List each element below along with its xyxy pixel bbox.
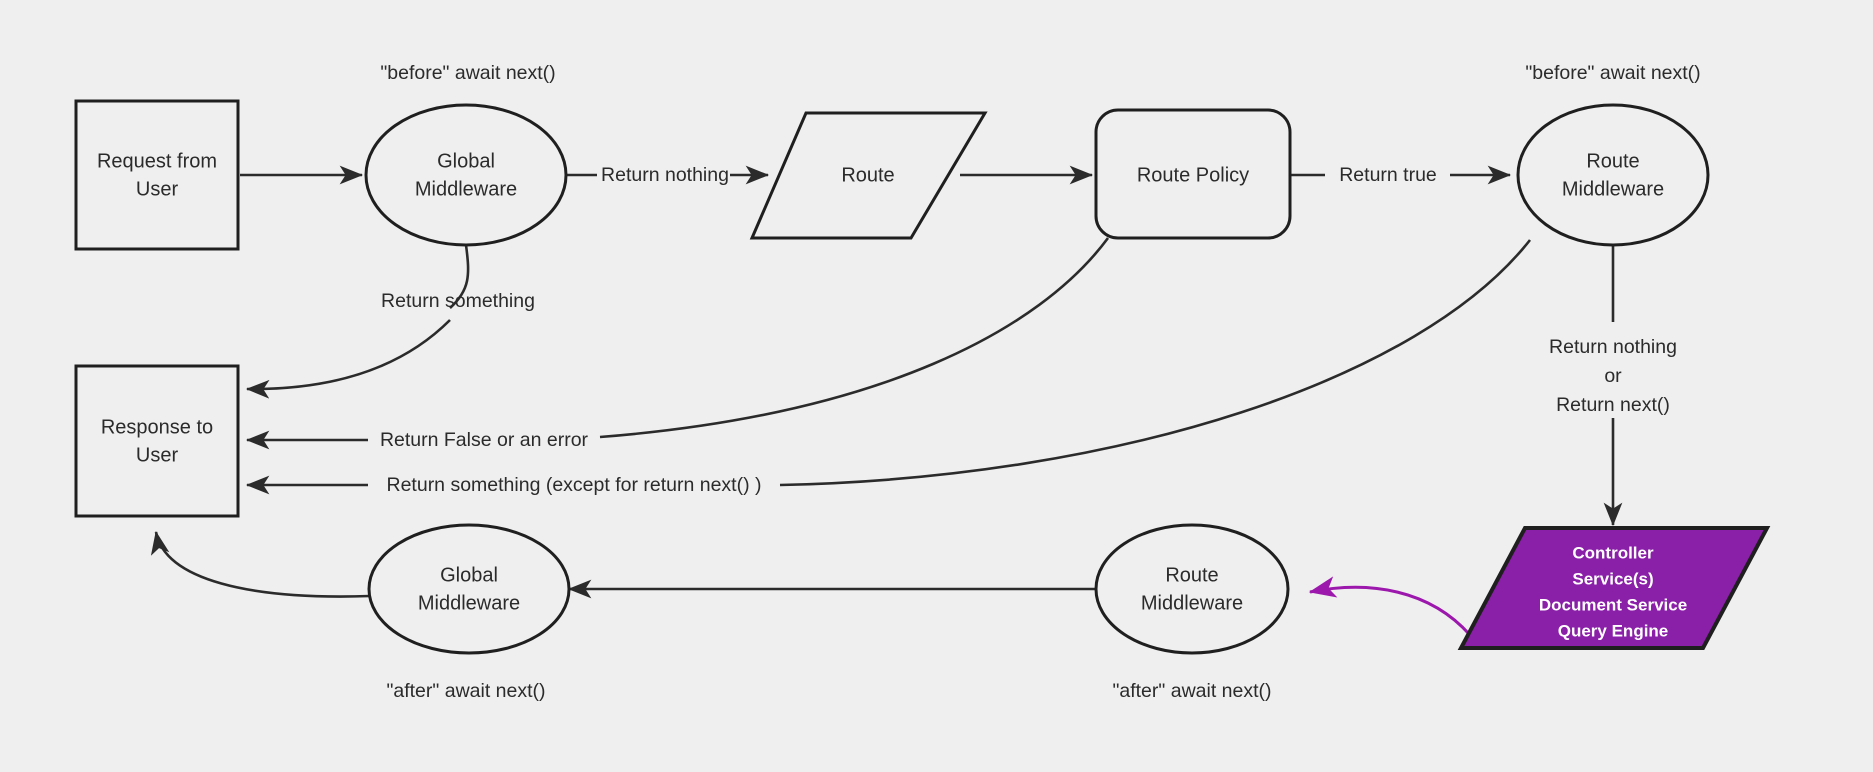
node-request-label-line-1: Request from (97, 150, 217, 172)
edge-global-middleware-after-to-response (150, 530, 371, 598)
node-route-middleware-before-label-line-2: Middleware (1562, 178, 1664, 200)
annotation-after-route-middleware: "after" await next() (1112, 680, 1271, 702)
node-controller-label-line-1: Controller (1572, 543, 1654, 562)
node-response-label-line-1: Response to (101, 416, 213, 438)
node-global-middleware-after-label-line-2: Middleware (418, 592, 520, 614)
edge-global-middleware-to-response: Return something (245, 244, 535, 399)
node-controller-label-line-3: Document Service (1539, 595, 1687, 614)
annotation-before-route-middleware: "before" await next() (1525, 62, 1700, 84)
node-route[interactable]: Route (749, 111, 988, 240)
edge-label-return-something: Return something (381, 290, 535, 312)
node-request-from-user[interactable]: Request from User (74, 99, 240, 251)
edge-route-policy-to-response: Return False or an error (245, 237, 1110, 451)
node-request-label-line-2: User (136, 178, 179, 200)
node-global-middleware-before-label-line-1: Global (437, 150, 495, 172)
annotation-before-global-middleware: "before" await next() (380, 62, 555, 84)
node-controller-label-line-2: Service(s) (1572, 569, 1653, 588)
node-global-middleware-after-label-line-1: Global (440, 564, 498, 586)
node-route-middleware-after-label-line-1: Route (1165, 564, 1218, 586)
edge-label-return-something-except: Return something (except for return next… (387, 474, 762, 496)
node-global-middleware-before[interactable]: Global Middleware (364, 103, 568, 247)
edge-label-return-nothing-line: Return nothing (1549, 336, 1677, 358)
edge-label-return-true: Return true (1339, 164, 1437, 186)
edge-label-return-nothing: Return nothing (601, 164, 729, 186)
edge-global-middleware-to-route: Return nothing (566, 164, 770, 186)
node-response-to-user[interactable]: Response to User (74, 364, 240, 518)
annotation-after-global-middleware: "after" await next() (386, 680, 545, 702)
node-controller-services[interactable]: Controller Service(s) Document Service Q… (1457, 526, 1771, 650)
node-controller-label-line-4: Query Engine (1558, 621, 1669, 640)
node-route-policy-label: Route Policy (1137, 164, 1249, 186)
node-route-middleware-after[interactable]: Route Middleware (1094, 523, 1290, 655)
node-response-label-line-2: User (136, 444, 179, 466)
edge-controller-to-route-middleware-after (1308, 576, 1472, 636)
edge-route-policy-to-route-middleware: Return true (1290, 164, 1512, 186)
node-route-middleware-before[interactable]: Route Middleware (1516, 103, 1710, 247)
node-global-middleware-after[interactable]: Global Middleware (367, 523, 571, 655)
node-route-middleware-before-label-line-1: Route (1586, 150, 1639, 172)
edge-label-return-next-line: Return next() (1556, 394, 1670, 416)
node-route-middleware-after-label-line-2: Middleware (1141, 592, 1243, 614)
edge-route-middleware-to-response: Return something (except for return next… (245, 239, 1532, 496)
node-global-middleware-before-label-line-2: Middleware (415, 178, 517, 200)
edge-route-middleware-to-controller: Return nothing or Return next() (1549, 245, 1677, 527)
edge-label-or-line: or (1604, 365, 1622, 387)
node-route-policy[interactable]: Route Policy (1094, 108, 1292, 240)
node-route-label: Route (841, 164, 894, 186)
edge-label-return-false-or-error: Return False or an error (380, 429, 589, 451)
